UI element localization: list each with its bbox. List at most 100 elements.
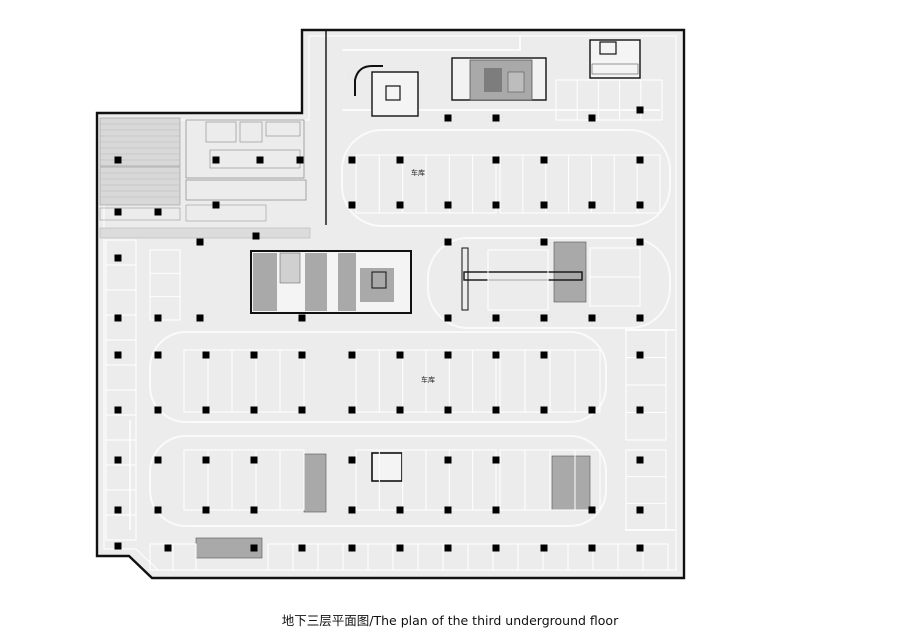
column	[492, 544, 500, 552]
column	[492, 201, 500, 209]
stall-row	[555, 79, 663, 121]
column	[540, 314, 548, 322]
column	[492, 351, 500, 359]
column	[396, 406, 404, 414]
equipment-zone	[99, 117, 311, 239]
column	[114, 254, 122, 262]
column	[212, 201, 220, 209]
column	[164, 544, 172, 552]
parking-stalls	[105, 77, 669, 571]
column	[114, 314, 122, 322]
column	[588, 201, 596, 209]
column	[588, 506, 596, 514]
column	[396, 156, 404, 164]
column	[396, 506, 404, 514]
column	[444, 351, 452, 359]
column	[444, 201, 452, 209]
zone-label-lower: 车库	[421, 375, 435, 384]
column	[212, 156, 220, 164]
column	[636, 201, 644, 209]
column	[444, 456, 452, 464]
column	[296, 156, 304, 164]
column	[396, 351, 404, 359]
column	[196, 238, 204, 246]
column	[154, 351, 162, 359]
column	[154, 314, 162, 322]
column	[348, 351, 356, 359]
column	[444, 406, 452, 414]
column	[114, 351, 122, 359]
column	[540, 238, 548, 246]
column	[348, 406, 356, 414]
column	[250, 506, 258, 514]
column	[348, 201, 356, 209]
column	[444, 314, 452, 322]
top-rooms	[354, 39, 641, 117]
stall-row	[183, 449, 305, 511]
column	[114, 542, 122, 550]
column	[250, 456, 258, 464]
column	[298, 406, 306, 414]
column	[114, 456, 122, 464]
column	[396, 201, 404, 209]
column	[492, 456, 500, 464]
column	[588, 406, 596, 414]
column	[636, 406, 644, 414]
column	[250, 406, 258, 414]
column	[348, 506, 356, 514]
column	[492, 506, 500, 514]
column	[348, 544, 356, 552]
stall-row	[499, 154, 661, 214]
column	[636, 456, 644, 464]
column	[636, 351, 644, 359]
column	[588, 544, 596, 552]
column	[202, 351, 210, 359]
column	[444, 114, 452, 122]
column	[636, 506, 644, 514]
column	[256, 156, 264, 164]
column	[298, 351, 306, 359]
column	[348, 456, 356, 464]
column	[540, 201, 548, 209]
column	[154, 456, 162, 464]
column	[114, 208, 122, 216]
column	[196, 314, 204, 322]
stall-row	[149, 249, 181, 321]
column	[298, 544, 306, 552]
column	[492, 406, 500, 414]
column	[444, 506, 452, 514]
column	[492, 156, 500, 164]
column	[252, 232, 260, 240]
column	[114, 506, 122, 514]
column	[154, 506, 162, 514]
column	[588, 314, 596, 322]
column	[540, 351, 548, 359]
column	[492, 114, 500, 122]
column	[588, 114, 596, 122]
column	[154, 406, 162, 414]
column	[298, 314, 306, 322]
stall-row	[183, 349, 305, 413]
column	[636, 544, 644, 552]
column	[396, 544, 404, 552]
service-cores	[195, 241, 591, 559]
column	[154, 208, 162, 216]
column	[348, 156, 356, 164]
column	[114, 406, 122, 414]
column	[202, 506, 210, 514]
column	[114, 156, 122, 164]
plan-caption: 地下三层平面图/The plan of the third undergroun…	[281, 613, 619, 628]
column	[250, 544, 258, 552]
column	[636, 106, 644, 114]
column	[636, 238, 644, 246]
zone-label-upper: 车库	[411, 168, 425, 177]
column	[202, 406, 210, 414]
column	[444, 544, 452, 552]
column	[636, 314, 644, 322]
column	[540, 544, 548, 552]
column	[250, 351, 258, 359]
column	[492, 314, 500, 322]
structural-columns	[114, 106, 644, 552]
